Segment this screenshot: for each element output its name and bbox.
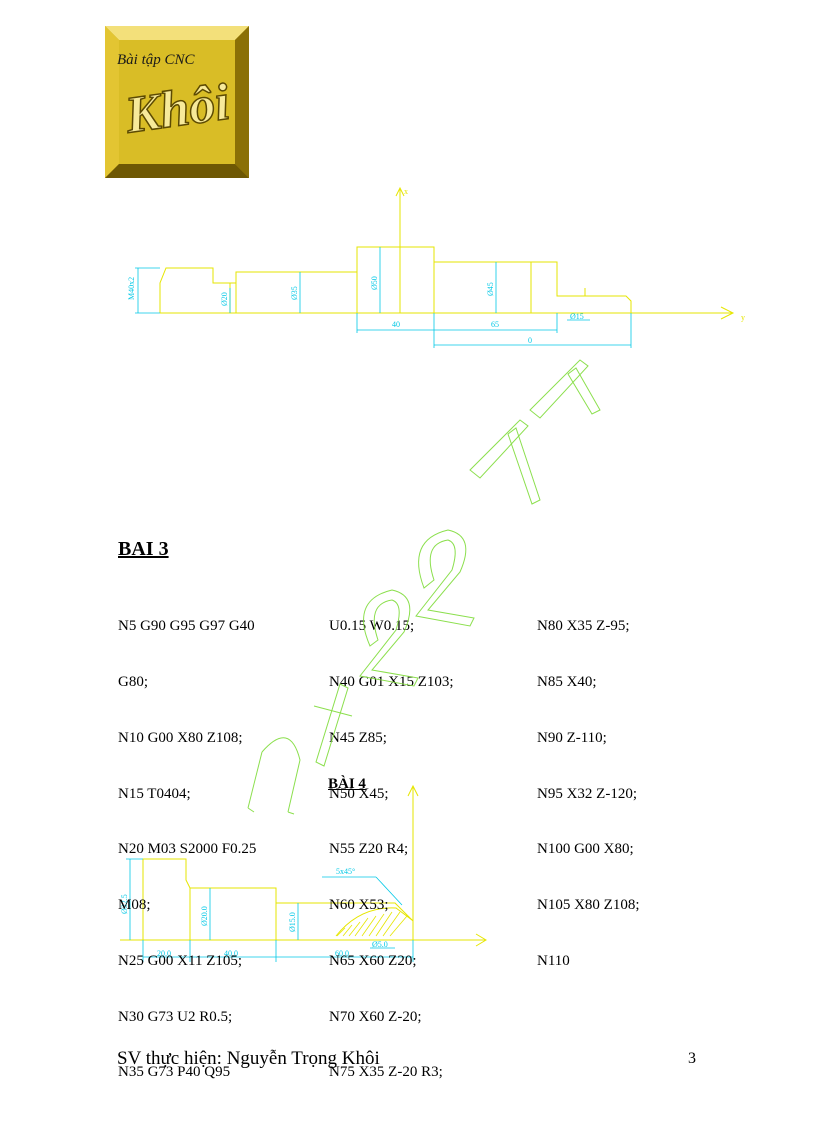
drawing-1-labels: M40x2 Ø20 Ø35 Ø50 Ø45 Ø15 40 65 0 [127, 276, 584, 345]
dim-d15-0: Ø15.0 [288, 912, 297, 932]
page-number: 3 [688, 1050, 696, 1067]
dim-m40: M40x2 [127, 277, 136, 300]
dim-d20: Ø20 [220, 292, 229, 306]
code-line: M08; [118, 897, 151, 914]
drawing-1-axis-labels: x y [404, 187, 745, 322]
dim-40-0: 40.0 [224, 949, 238, 958]
code-line: N40 G01 X15 Z103; [329, 673, 454, 690]
axis-y-label: y [741, 313, 745, 322]
drawing-2-dimensions [126, 858, 414, 962]
code-line: N30 G73 U2 R0.5; [118, 1008, 233, 1025]
code-line: N70 X60 Z-20; [329, 1008, 422, 1025]
drawing-2 [120, 784, 487, 947]
logo-badge: Khôi [105, 26, 249, 178]
code-line: N85 X40; [537, 673, 597, 690]
code-line: N100 G00 X80; [537, 841, 634, 858]
dim-40: 40 [392, 320, 400, 329]
code-line: N80 X35 Z-95; [537, 618, 630, 635]
bai3-code-column-2: U0.15 W0.15; N40 G01 X15 Z103; N45 Z85; … [329, 580, 454, 1101]
drawing-2-labels: 5x45° Ø32.5 Ø20.0 Ø15.0 Ø5.0 20.0 40.0 6… [120, 867, 388, 958]
dim-60-0: 60.0 [335, 949, 349, 958]
code-line: N5 G90 G95 G97 G40 [118, 618, 255, 635]
dim-d5-0: Ø5.0 [372, 940, 388, 949]
footer-author: SV thực hiện: Nguyễn Trọng Khôi [117, 1048, 380, 1069]
bai3-code-column-1: N5 G90 G95 G97 G40 G80; N10 G00 X80 Z108… [118, 580, 256, 1101]
code-line: N35 G73 P40 Q95 [118, 1064, 231, 1081]
dim-d50: Ø50 [370, 276, 379, 290]
bai3-heading: BAI 3 [118, 538, 169, 560]
code-line: N10 G00 X80 Z108; [118, 729, 243, 746]
code-line: G80; [118, 673, 148, 690]
dim-5x45: 5x45° [336, 867, 355, 876]
dim-d15: Ø15 [570, 312, 584, 321]
code-line: N95 X32 Z-120; [537, 785, 637, 802]
logo-stamp-icon: Khôi [120, 73, 234, 146]
code-line: N60 X53; [329, 897, 389, 914]
axis-x-label: x [404, 187, 408, 196]
code-line: N15 T0404; [118, 785, 191, 802]
drawing-1-dimensions [135, 247, 632, 348]
drawing-2-hatch [336, 911, 408, 937]
svg-text:Khôi: Khôi [121, 74, 234, 145]
dim-d35: Ø35 [290, 286, 299, 300]
dim-20-0: 20.0 [157, 949, 171, 958]
code-line: N20 M03 S2000 F0.25 [118, 841, 257, 858]
dim-d45: Ø45 [486, 282, 495, 296]
code-line: N110 [537, 952, 570, 969]
code-line: N45 Z85; [329, 729, 387, 746]
code-line: U0.15 W0.15; [329, 618, 415, 635]
bai4-heading: BÀI 4 [328, 776, 366, 792]
drawing-1 [159, 186, 735, 320]
code-line: N65 X60 Z20; [329, 952, 417, 969]
dim-0: 0 [528, 336, 532, 345]
code-line: N55 Z20 R4; [329, 841, 409, 858]
dim-d20-0: Ø20.0 [200, 906, 209, 926]
code-line: N105 X80 Z108; [537, 897, 640, 914]
code-line: N90 Z-110; [537, 729, 607, 746]
logo-title: Bài tập CNC [117, 52, 195, 68]
dim-65: 65 [491, 320, 499, 329]
dim-d32-5: Ø32.5 [120, 894, 129, 914]
bai3-code-column-3: N80 X35 Z-95; N85 X40; N90 Z-110; N95 X3… [537, 580, 640, 989]
code-line: N50 X45; [329, 785, 389, 802]
code-line: N25 G00 X11 Z105; [118, 952, 243, 969]
code-line: N75 X35 Z-20 R3; [329, 1064, 443, 1081]
